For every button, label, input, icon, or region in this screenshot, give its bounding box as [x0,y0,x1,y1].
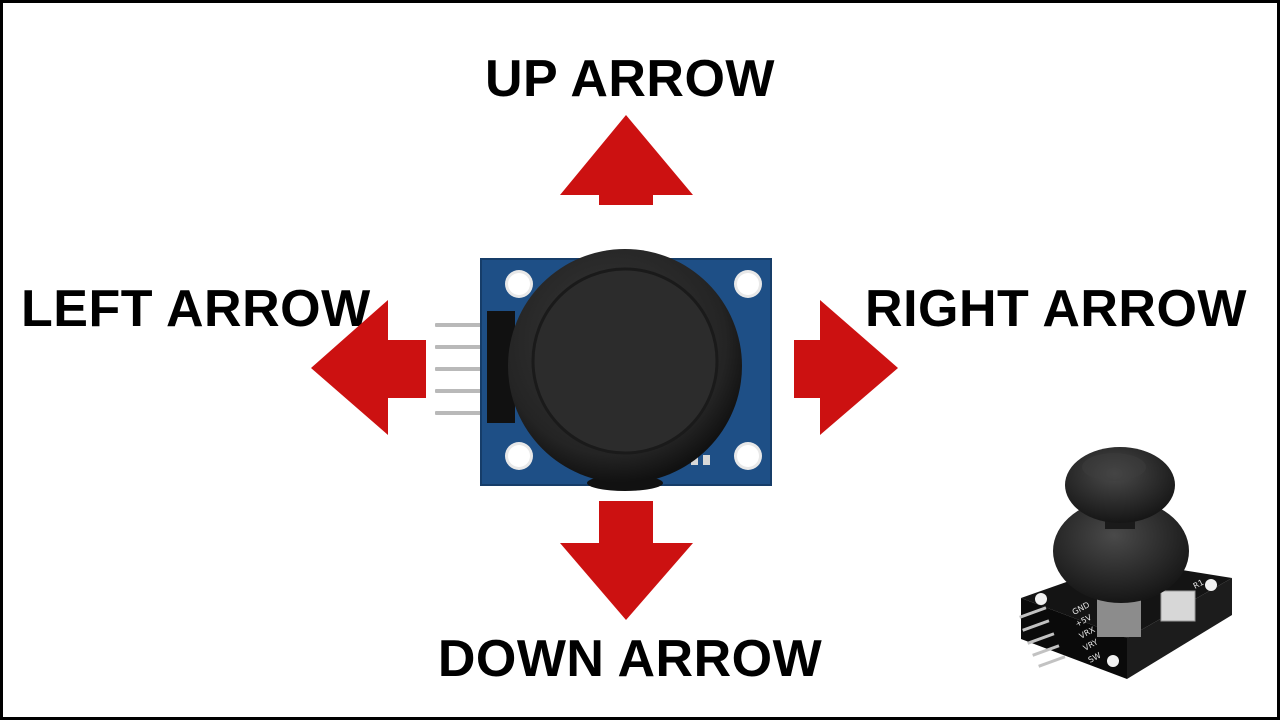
joystick-module-3d: GND +5V VRX VRY SW R1 [1019,447,1232,679]
right-arrow-label: RIGHT ARROW [865,280,1247,338]
arrow-right-icon [794,300,898,435]
joystick-diagram: GND +5V VRX VRY SW R1 [311,115,1232,679]
arrow-up-icon [560,115,693,205]
knob-base [1053,499,1189,603]
arrow-down-icon [560,501,693,620]
left-arrow-label: LEFT ARROW [21,280,371,338]
mounting-holes [505,270,762,470]
up-arrow-label: UP ARROW [485,50,775,108]
knob-cap [1065,447,1175,523]
resistor-label: R1 [1192,578,1206,591]
arrow-left-icon [311,300,426,435]
down-arrow-label: DOWN ARROW [437,630,823,688]
joystick-module [435,249,772,491]
